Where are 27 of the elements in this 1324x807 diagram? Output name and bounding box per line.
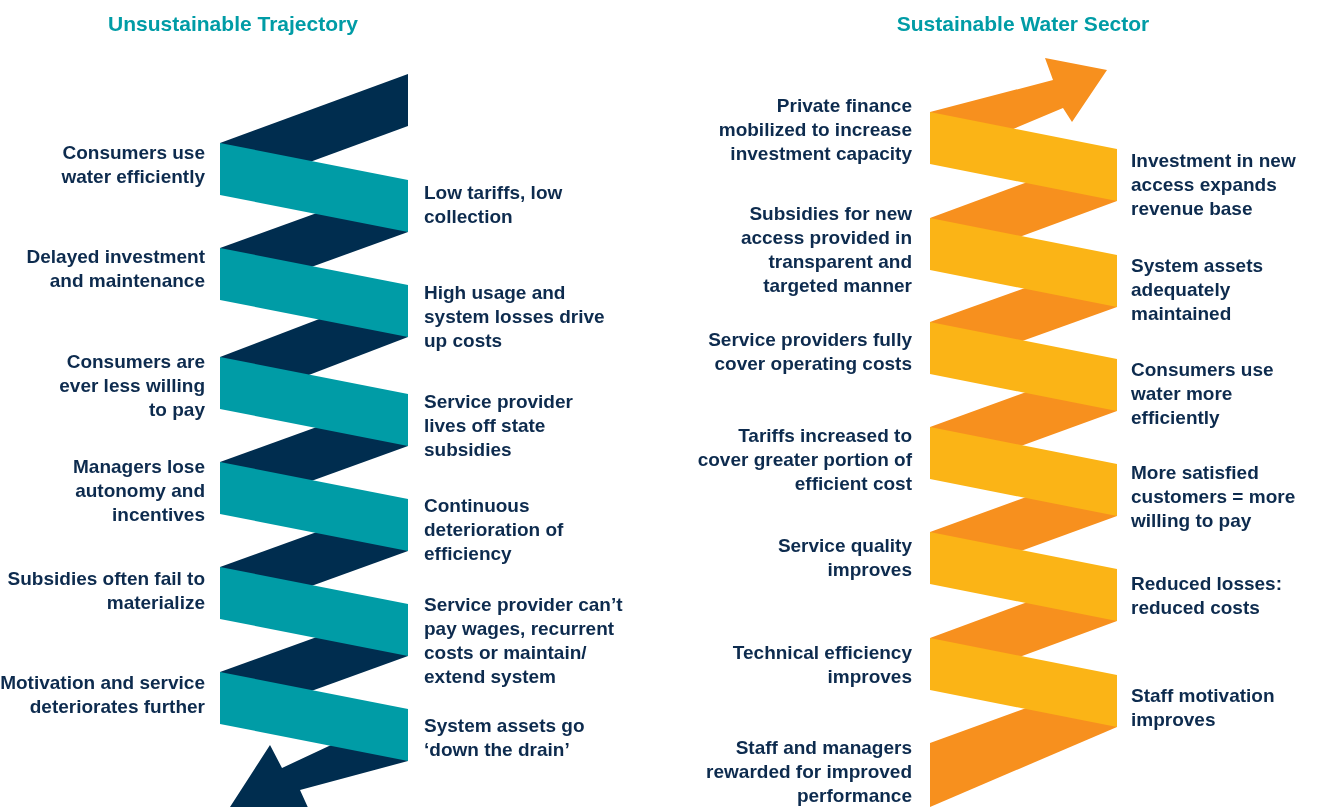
step-label: Private finance mobilized to increase investment capacity (717, 94, 912, 166)
step-label: Investment in new access expands revenue base (1131, 149, 1297, 221)
step-label: Continuous deterioration of efficiency (424, 494, 565, 566)
step-label: System assets go ‘down the drain’ (424, 714, 586, 762)
step-label: Tariffs increased to cover greater portion of efficient cost (696, 424, 912, 496)
step-label: Service provider lives off state subsidies (424, 390, 574, 462)
section-heading: Sustainable Water Sector (895, 12, 1151, 36)
step-label: Delayed investment and maintenance (25, 245, 205, 293)
step-label: More satisfied customers = more willing to pay (1131, 461, 1297, 533)
step-label: Motivation and service deteriorates further (0, 671, 205, 719)
step-label: High usage and system losses drive up costs (424, 281, 606, 353)
step-label: Low tariffs, low collection (424, 181, 564, 229)
step-label: Service providers fully cover operating costs (707, 328, 912, 376)
step-label: System assets adequately maintained (1131, 254, 1265, 326)
step-label: Subsidies often fail to materialize (6, 567, 205, 615)
step-label: Reduced losses: reduced costs (1131, 572, 1283, 620)
step-label: Service quality improves (776, 534, 912, 582)
step-label: Staff and managers rewarded for improved performance (705, 736, 912, 807)
step-label: Service provider can’t pay wages, recurrent costs or maintain/ extend system (424, 593, 624, 689)
step-label: Consumers use water more efficiently (1131, 358, 1275, 430)
section-heading: Unsustainable Trajectory (107, 12, 359, 36)
step-label: Managers lose autonomy and incentives (72, 455, 205, 527)
step-label: Technical efficiency improves (731, 641, 912, 689)
step-label: Subsidies for new access provided in transparent and targeted manner (739, 202, 912, 298)
step-label: Consumers are ever less willing to pay (58, 350, 205, 422)
step-label: Consumers use water efficiently (60, 141, 205, 189)
step-label: Staff motivation improves (1131, 684, 1276, 732)
